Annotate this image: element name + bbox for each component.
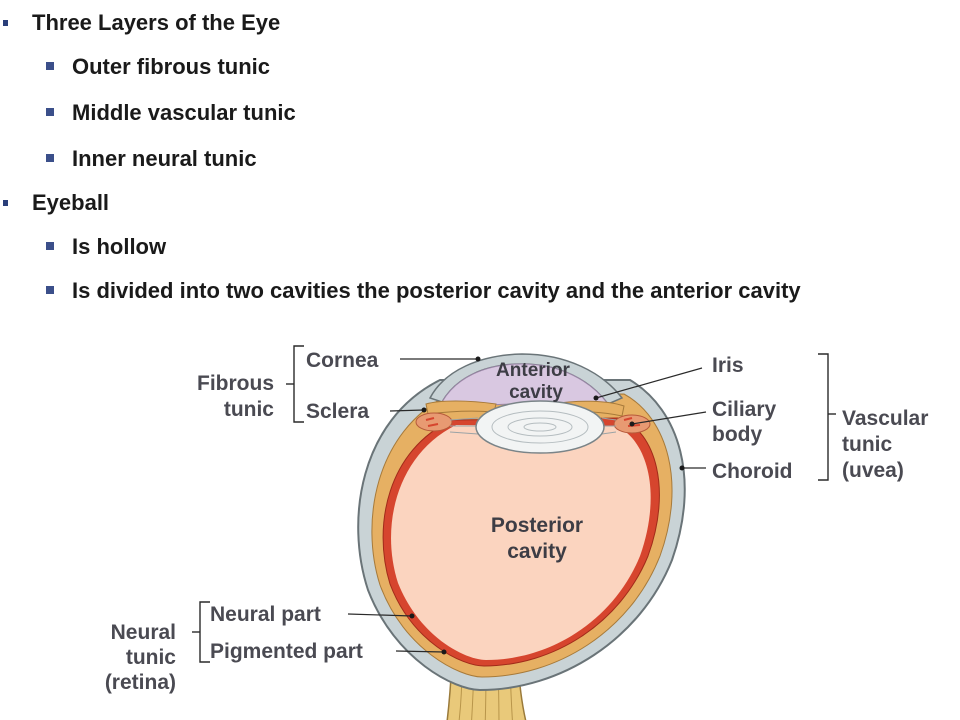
lens	[475, 400, 605, 454]
bullet-text: Is hollow	[72, 234, 167, 259]
bullet-two-cavities: Is divided into two cavities the posteri…	[0, 274, 882, 308]
label-neural-part: Neural part	[210, 603, 321, 626]
label-anterior-cavity: Anterior	[496, 360, 571, 381]
label-choroid: Choroid	[712, 460, 792, 483]
label-neural-tunic: tunic	[126, 646, 176, 669]
leader-dots	[409, 356, 685, 655]
square-bullet-icon	[46, 154, 54, 162]
square-bullet-icon	[46, 62, 54, 70]
bullet-text: Inner neural tunic	[72, 146, 257, 171]
label-pigmented-part: Pigmented part	[210, 640, 363, 663]
bullet-eyeball: Eyeball	[0, 188, 960, 218]
square-bullet-icon	[46, 242, 54, 250]
square-bullet-icon	[46, 286, 54, 294]
bullet-middle-vascular: Middle vascular tunic	[0, 96, 872, 130]
square-bullet-icon	[3, 200, 8, 206]
suspensory-ligaments	[449, 417, 617, 435]
label-cornea: Cornea	[306, 349, 379, 372]
brackets	[192, 345, 836, 663]
bullet-inner-neural: Inner neural tunic	[0, 142, 872, 176]
label-vascular-tunic: tunic	[842, 433, 892, 456]
label-sclera: Sclera	[306, 400, 369, 423]
label-fibrous-tunic: tunic	[224, 398, 274, 421]
label-vascular-tunic: (uvea)	[842, 459, 904, 482]
square-bullet-icon	[46, 108, 54, 116]
bullet-text: Is divided into two cavities the posteri…	[72, 278, 801, 303]
label-ciliary-body: Ciliary	[712, 398, 777, 421]
posterior-cavity	[391, 425, 651, 660]
bullet-text: Eyeball	[32, 190, 110, 215]
leader-lines	[347, 358, 707, 653]
bullet-text: Middle vascular tunic	[72, 100, 296, 125]
label-vascular-tunic: Vascular	[842, 407, 928, 430]
bullet-is-hollow: Is hollow	[0, 230, 872, 264]
label-iris: Iris	[712, 354, 744, 377]
label-posterior-cavity: cavity	[507, 540, 567, 563]
label-neural-tunic: (retina)	[105, 671, 176, 694]
bullet-text: Outer fibrous tunic	[72, 54, 270, 79]
ciliary-body-left	[415, 412, 453, 432]
bullet-outer-fibrous: Outer fibrous tunic	[0, 50, 872, 84]
label-fibrous-tunic: Fibrous	[197, 372, 274, 395]
label-posterior-cavity: Posterior	[491, 514, 583, 537]
label-neural-tunic: Neural	[111, 621, 176, 644]
label-anterior-cavity: cavity	[509, 382, 563, 403]
bullet-text: Three Layers of the Eye	[32, 10, 281, 35]
square-bullet-icon	[3, 20, 8, 26]
label-ciliary-body: body	[712, 423, 762, 446]
bullet-three-layers: Three Layers of the Eye	[0, 8, 960, 38]
lens-lines	[491, 410, 589, 444]
bullet-list: Three Layers of the Eye Outer fibrous tu…	[0, 8, 960, 308]
